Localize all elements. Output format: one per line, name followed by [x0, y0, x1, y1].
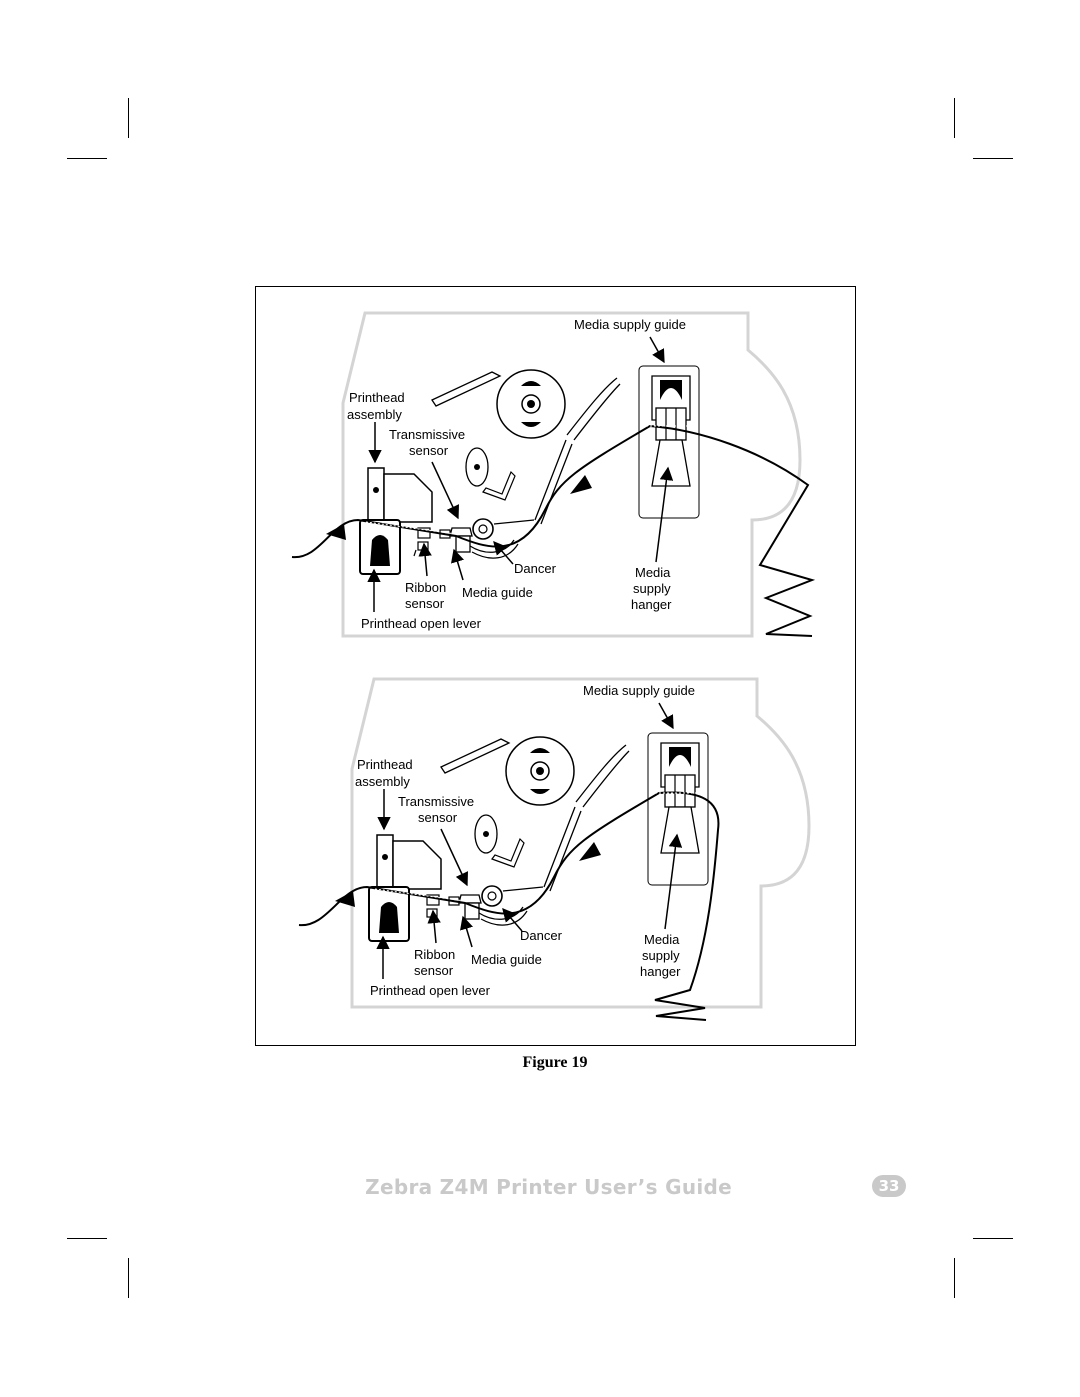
media-direction-arrow	[579, 842, 601, 861]
callout-arrow	[418, 542, 432, 577]
callout-arrow	[502, 907, 523, 932]
top-diagram: Media supply guide Printhead assembly Tr…	[291, 311, 816, 638]
crop-mark-bottom-left-h	[67, 1238, 107, 1239]
media-path	[291, 424, 816, 637]
sensor-dancer-area	[413, 518, 535, 559]
ribbon-supply-spindle	[496, 369, 566, 439]
crop-mark-top-left-h	[67, 158, 107, 159]
label-media-supply-hanger: supply	[633, 581, 671, 596]
callout-arrow	[460, 915, 473, 948]
label-media-supply-guide: Media supply guide	[583, 683, 695, 698]
label-media-supply-hanger: hanger	[631, 597, 672, 612]
printhead-assembly	[359, 467, 433, 575]
figure-caption: Figure 19	[522, 1054, 588, 1071]
crop-mark-bottom-left-v	[128, 1258, 129, 1298]
callout-arrow	[427, 909, 441, 944]
label-media-supply-hanger: supply	[642, 948, 680, 963]
label-media-supply-hanger: hanger	[640, 964, 681, 979]
ribbon-takeup-spindle	[474, 814, 498, 854]
label-transmissive-sensor: sensor	[418, 810, 458, 825]
label-ribbon-sensor: sensor	[405, 596, 445, 611]
callout-arrow	[440, 828, 469, 887]
ribbon-guide-bar	[431, 371, 502, 407]
callout-arrow	[664, 833, 683, 930]
bracket-piece	[491, 837, 525, 868]
callout-arrow	[655, 466, 674, 563]
printer-frame-outline	[341, 311, 802, 638]
label-ribbon-sensor: sensor	[414, 963, 454, 978]
crop-mark-bottom-right-h	[973, 1238, 1013, 1239]
label-printhead-open-lever: Printhead open lever	[370, 983, 491, 998]
ribbon-supply-spindle	[505, 736, 575, 806]
label-media-guide: Media guide	[462, 585, 533, 600]
printer-frame-outline	[350, 677, 811, 1009]
label-dancer: Dancer	[520, 928, 563, 943]
callout-arrow	[649, 336, 665, 364]
footer-title: Zebra Z4M Printer User’s Guide	[365, 1175, 732, 1199]
upper-media-guide-bar	[566, 377, 621, 441]
callout-arrow	[451, 548, 464, 581]
bracket-piece	[482, 470, 516, 501]
label-printhead-assembly: assembly	[347, 407, 402, 422]
media-direction-arrow	[335, 891, 355, 907]
label-media-supply-hanger: Media	[635, 565, 671, 580]
label-dancer: Dancer	[514, 561, 557, 576]
label-printhead-assembly: assembly	[355, 774, 410, 789]
label-media-guide: Media guide	[471, 952, 542, 967]
upper-media-guide-bar	[575, 744, 630, 808]
media-path-dashes	[374, 792, 705, 902]
crop-mark-top-right-h	[973, 158, 1013, 159]
printhead-assembly	[368, 834, 442, 942]
figure-frame	[255, 286, 856, 1046]
ribbon-takeup-spindle	[465, 447, 489, 487]
crop-mark-top-right-v	[954, 98, 955, 138]
ribbon-guide-bar	[440, 738, 511, 774]
label-ribbon-sensor: Ribbon	[405, 580, 446, 595]
label-media-supply-hanger: Media	[644, 932, 680, 947]
label-ribbon-sensor: Ribbon	[414, 947, 455, 962]
label-transmissive-sensor: sensor	[409, 443, 449, 458]
crop-mark-bottom-right-v	[954, 1258, 955, 1298]
media-supply-hanger	[638, 365, 700, 519]
label-printhead-assembly: Printhead	[357, 757, 413, 772]
lower-media-guide-bar	[534, 439, 573, 525]
bottom-diagram: Media supply guide Printhead assembly Tr…	[298, 677, 811, 1021]
lower-media-guide-bar	[543, 806, 582, 892]
media-direction-arrow	[570, 475, 592, 494]
label-printhead-open-lever: Printhead open lever	[361, 616, 482, 631]
page-number-badge: 33	[872, 1175, 906, 1197]
media-supply-hanger	[647, 732, 709, 886]
label-transmissive-sensor: Transmissive	[389, 427, 465, 442]
media-direction-arrow	[326, 524, 346, 540]
callout-arrow	[658, 702, 674, 730]
media-path-dashes	[365, 425, 694, 535]
crop-mark-top-left-v	[128, 98, 129, 138]
label-media-supply-guide: Media supply guide	[574, 317, 686, 332]
label-transmissive-sensor: Transmissive	[398, 794, 474, 809]
label-printhead-assembly: Printhead	[349, 390, 405, 405]
media-path	[298, 791, 720, 1021]
callout-arrow	[493, 540, 514, 565]
callout-arrow	[431, 461, 460, 520]
sensor-dancer-area	[426, 885, 544, 926]
